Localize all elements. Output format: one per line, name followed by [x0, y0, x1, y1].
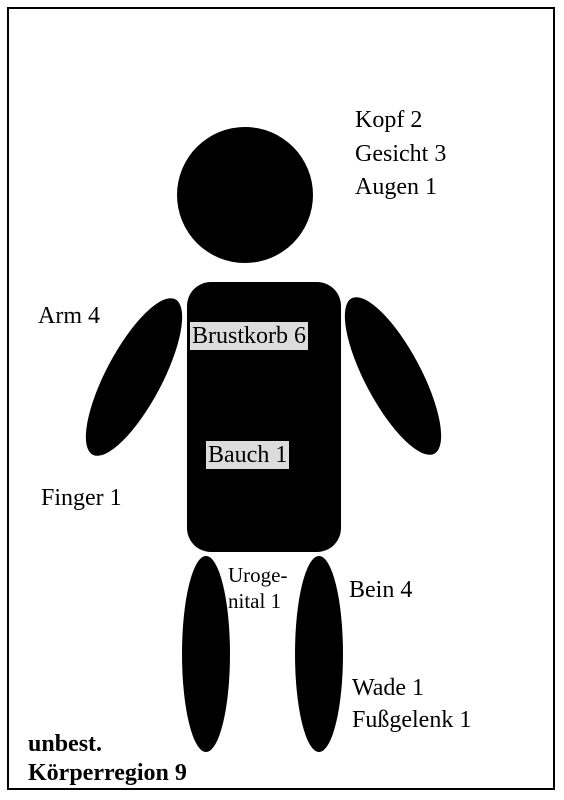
head-shape — [177, 127, 313, 263]
label-urogenital-line2: nital 1 — [228, 589, 281, 613]
label-wade: Wade 1 — [352, 674, 424, 702]
label-bauch: Bauch 1 — [206, 441, 289, 469]
label-gesicht: Gesicht 3 — [355, 140, 446, 168]
left-leg-shape — [182, 556, 230, 752]
label-kopf: Kopf 2 — [355, 106, 422, 134]
label-bein: Bein 4 — [349, 576, 412, 604]
label-arm: Arm 4 — [38, 302, 100, 330]
right-arm-shape — [327, 285, 459, 467]
label-brustkorb: Brustkorb 6 — [190, 322, 308, 350]
label-urogenital-line1: Uroge- — [228, 563, 287, 587]
label-fussgelenk: Fußgelenk 1 — [352, 706, 471, 734]
label-finger: Finger 1 — [41, 484, 122, 512]
label-unbest-line2: Körperregion 9 — [28, 759, 187, 787]
label-augen: Augen 1 — [355, 173, 437, 201]
label-unbest-line1: unbest. — [28, 730, 102, 758]
right-leg-shape — [295, 556, 343, 752]
